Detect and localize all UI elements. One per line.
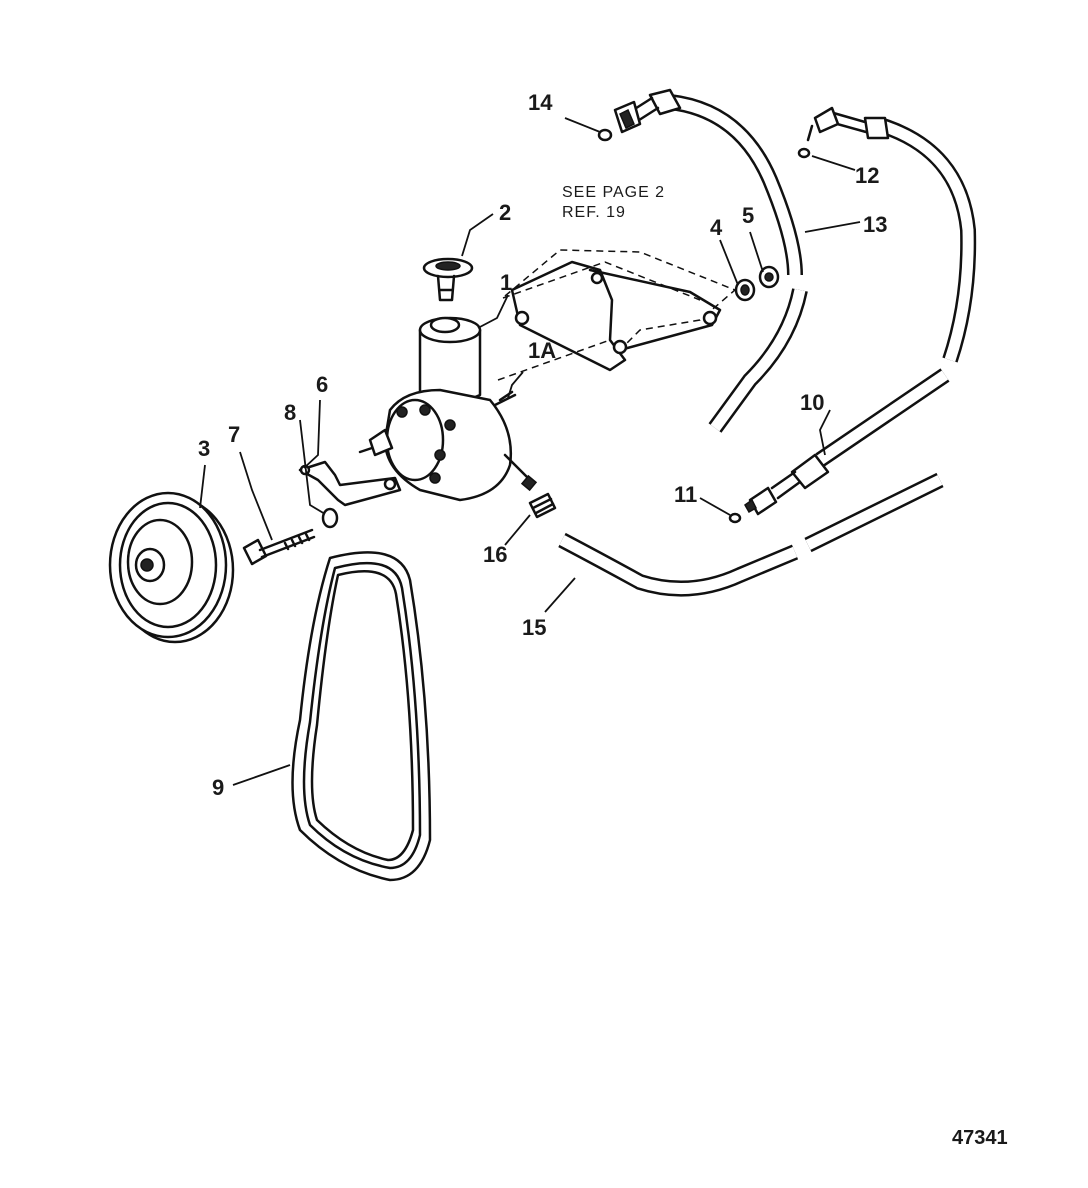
callout-16: 16 (483, 542, 507, 567)
callout-12: 12 (855, 163, 879, 188)
callout-6: 6 (316, 372, 328, 397)
spacer (734, 278, 756, 302)
callout-5: 5 (742, 203, 754, 228)
leader-lines (199, 117, 861, 786)
callout-1: 1 (500, 270, 512, 295)
hose-upper (613, 88, 808, 433)
callout-11: 11 (674, 482, 697, 507)
drive-belt (291, 551, 432, 882)
note-line-2: REF. 19 (562, 204, 626, 221)
callout-15: 15 (522, 615, 546, 640)
callout-8: 8 (284, 400, 296, 425)
callout-9: 9 (212, 775, 224, 800)
callout-13: 13 (863, 212, 887, 237)
mounting-bracket (497, 249, 737, 381)
fitting (528, 492, 557, 519)
callout-14: 14 (528, 90, 553, 115)
o-ring-14 (597, 128, 613, 142)
callout-2: 2 (499, 200, 511, 225)
bolt (242, 528, 316, 566)
return-hose-lower (558, 472, 944, 597)
callout-4: 4 (710, 215, 723, 240)
callout-1a: 1A (528, 338, 556, 363)
figure-number: 47341 (952, 1127, 1008, 1149)
nut (758, 265, 780, 289)
callout-10: 10 (800, 390, 824, 415)
brace (298, 460, 402, 507)
filler-cap (422, 257, 474, 302)
callout-3: 3 (198, 436, 210, 461)
reference-note: SEE PAGE 2 REF. 19 (562, 184, 665, 221)
pressure-hose (744, 368, 950, 516)
washer (321, 507, 339, 529)
note-line-1: SEE PAGE 2 (562, 184, 665, 201)
callout-labels: 14 2 1 1A 6 8 7 3 9 4 5 13 12 10 11 16 1… (198, 90, 887, 800)
callout-7: 7 (228, 422, 240, 447)
pulley (108, 491, 235, 644)
o-ring-12 (797, 147, 811, 159)
hose-right (806, 106, 977, 363)
power-steering-pump (358, 316, 538, 502)
o-ring-11 (728, 512, 742, 524)
